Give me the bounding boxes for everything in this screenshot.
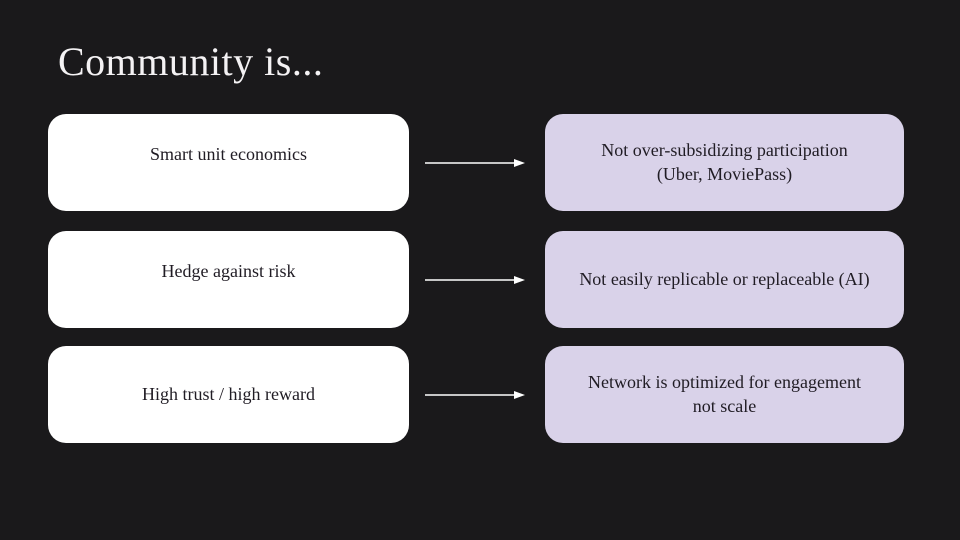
right-arrow-icon (424, 346, 526, 443)
right-box-not-easily-replicable: Not easily replicable or replaceable (AI… (545, 231, 904, 328)
diagram-row: Smart unit economics Not over-subsidizin… (0, 114, 960, 211)
right-box-label: Network is optimized for engagement not … (588, 372, 861, 416)
left-box-label: Smart unit economics (150, 143, 307, 164)
right-box-label: Not over-subsidizing participation (Uber… (601, 140, 848, 184)
left-box-label: Hedge against risk (161, 260, 296, 281)
slide-title: Community is... (58, 39, 324, 84)
right-box-label: Not easily replicable or replaceable (AI… (579, 268, 870, 289)
diagram-row: Hedge against risk Not easily replicable… (0, 231, 960, 328)
diagram-row: High trust / high reward Network is opti… (0, 346, 960, 443)
left-box-label: High trust / high reward (142, 383, 315, 404)
left-box-high-trust-high-reward: High trust / high reward (48, 346, 409, 443)
right-arrow-icon (424, 114, 526, 211)
right-box-network-optimized-engagement: Network is optimized for engagement not … (545, 346, 904, 443)
right-arrow-icon (424, 231, 526, 328)
left-box-hedge-against-risk: Hedge against risk (48, 231, 409, 328)
left-box-smart-unit-economics: Smart unit economics (48, 114, 409, 211)
right-box-not-over-subsidizing: Not over-subsidizing participation (Uber… (545, 114, 904, 211)
